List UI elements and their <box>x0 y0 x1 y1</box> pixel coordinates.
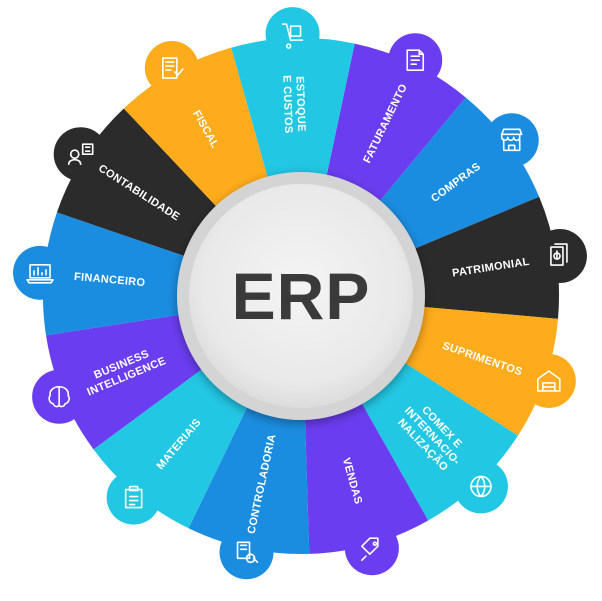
center-title: ERP <box>232 259 371 333</box>
hub-face <box>189 184 413 408</box>
bubble-circle <box>144 41 199 96</box>
globe-money-icon <box>470 475 492 498</box>
icon-bubble <box>521 353 576 408</box>
price-tag-icon <box>361 537 379 562</box>
segments <box>43 37 559 554</box>
icon-bubbles <box>13 7 587 580</box>
icon-bubble <box>106 470 161 525</box>
brain-icon <box>48 385 70 408</box>
segment-wedge <box>304 398 429 554</box>
clipboard-icon <box>124 485 143 509</box>
hand-truck-icon <box>281 23 304 49</box>
bubble-circle <box>521 353 576 408</box>
icon-bubble <box>344 521 399 576</box>
segment-wedge <box>231 37 355 183</box>
storefront-icon <box>500 128 523 152</box>
bubble-circle <box>265 7 320 62</box>
segment-label: ESTOQUEE CUSTOS <box>280 75 307 134</box>
segment-wedge <box>46 313 207 450</box>
bubble-circle <box>106 470 161 525</box>
icon-bubble <box>388 33 443 88</box>
icon-bubble <box>144 41 199 96</box>
money-documents-icon <box>550 243 568 266</box>
bubble-circle <box>53 127 108 182</box>
segment-wedge <box>188 402 310 554</box>
laptop-chart-icon <box>26 264 54 284</box>
icon-bubble <box>53 127 108 182</box>
icon-bubble <box>265 7 320 62</box>
warehouse-icon <box>537 370 561 392</box>
tax-form-icon <box>162 57 184 79</box>
icon-bubble <box>219 525 274 580</box>
bubble-circle <box>13 245 68 300</box>
accountant-icon <box>67 143 94 165</box>
icon-bubble <box>13 245 68 300</box>
icon-bubble <box>484 113 539 168</box>
icon-bubble <box>532 229 587 284</box>
segment-wedge <box>400 306 558 436</box>
segment-wedge <box>325 43 466 206</box>
search-documents-icon <box>236 541 259 564</box>
icon-bubble <box>453 459 508 514</box>
segment-wedge <box>409 196 559 319</box>
center-hub: ERP <box>177 172 425 420</box>
segment-wedge <box>43 212 190 336</box>
icon-bubble <box>32 369 87 424</box>
invoice-icon <box>406 49 425 72</box>
bubble-circle <box>219 525 274 580</box>
bubble-circle <box>344 521 399 576</box>
